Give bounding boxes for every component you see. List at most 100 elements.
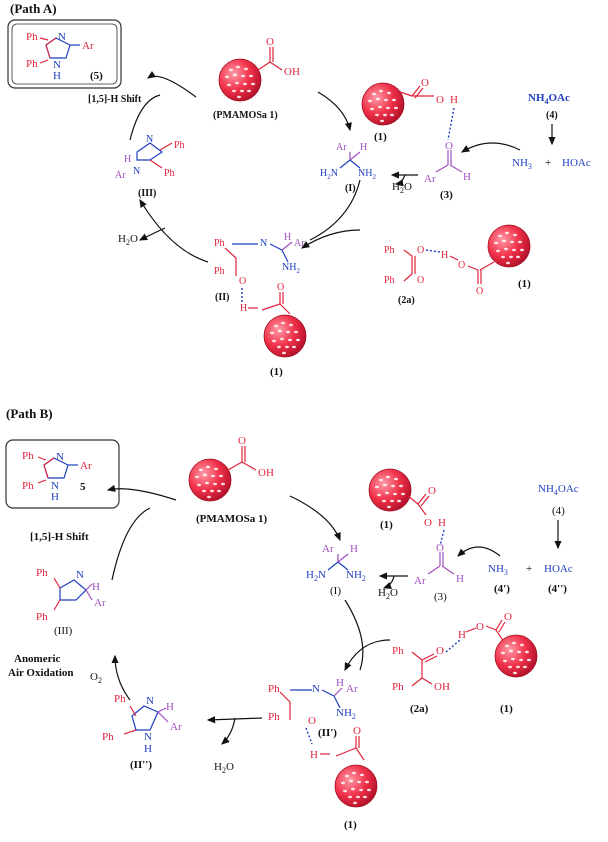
path-b-cat1-o2: O [424,517,432,529]
path-a-II-nh2: NH2 [282,262,300,275]
path-a-cat1-o2: O [436,94,444,106]
path-b-III-n: N [76,569,84,581]
path-a-plus: + [545,157,551,169]
path-a-arrow-water1 [394,174,406,187]
path-b-product-h: H [51,491,59,503]
path-b-arrow-shift [111,507,151,581]
path-b-ald-ar: Ar [414,575,426,587]
path-b-arrow-ketol-in [344,639,391,672]
path-b-arrow-nh3 [457,546,501,557]
path-a-III-n1: N [146,134,153,145]
path-a-water2: H2O [118,233,138,247]
path-a-product-label: (5) [90,70,103,82]
path-a-II-ar: Ar [294,238,305,249]
path-a-diamine-ar: Ar [336,142,347,153]
path-a-hoac: HOAc [562,157,591,169]
path-b-IIpp-n: N [146,695,154,707]
path-b-2a-ph1: Ph [392,645,404,657]
path-a-diamine-nh2b: NH2 [358,168,376,181]
path-a-ald-h: H [463,171,471,183]
path-b-2a-ph2: Ph [392,681,404,693]
path-b-title: (Path B) [6,406,53,421]
path-a-cat1-o: O [421,77,429,89]
path-b-arrow-down [344,599,364,671]
path-b-2a-oh: OH [434,681,450,693]
path-a-II-label: (II) [215,292,229,303]
path-b-arrow-oxidation [111,654,131,701]
path-a-III-ph1: Ph [174,140,185,151]
path-b-cat1-o: O [428,485,436,497]
path-a-water1: H2O [392,181,412,195]
path-a-cat3-o: O [277,282,284,293]
path-b-IIp-o: O [308,715,316,727]
path-b-diamine-h: H [350,543,358,555]
path-b-catalyst-oh: OH [258,467,274,479]
path-b-arrow-water2 [221,717,236,745]
path-a-2a-label: (2a) [398,295,415,306]
path-a-cat1-h: H [450,94,458,106]
path-b-label-4p: (4') [494,583,510,595]
path-b-diamine-label: (I) [330,585,341,597]
path-a-catalyst-o: O [266,36,274,48]
path-a-cat2-label: (1) [518,278,531,290]
path-b-III-ar: Ar [94,597,106,609]
path-b-2a-label: (2a) [410,703,429,715]
path-b-IIp-ph2: Ph [268,711,280,723]
path-b-IIpp-ar: Ar [170,721,182,733]
path-b-product-box: Ph Ph N Ar N H 5 [5,439,120,509]
path-b-ald-h: H [456,573,464,585]
path-b-IIp-ph1: Ph [268,683,280,695]
path-a-II-n: N [260,238,267,249]
path-a-nh3: NH3 [512,157,532,171]
path-b-nh4oac: NH4OAc [538,483,579,497]
path-b-diamine-nh2a: H2N [306,569,326,583]
path-a-ald-label: (3) [440,189,453,201]
path-a-diamine-label: (I) [345,183,356,194]
path-a-2a-ph2: Ph [384,275,395,286]
path-b-IIp-h: H [336,677,344,689]
path-b-IIpp-h: H [166,701,174,713]
path-a-III-n2: N [133,166,140,177]
path-b-arrow-to-diamine [289,495,341,542]
path-b-2a-o: O [436,645,444,657]
path-b-ald-o: O [436,542,444,554]
path-a-II-ph1: Ph [214,238,225,249]
path-b-III-label: (III) [54,625,73,637]
path-a-arrow-to-III [139,198,209,263]
path-a-III-ar: Ar [115,170,126,181]
path-b-nh3: NH3 [488,563,508,577]
path-b-III-h: H [92,581,100,593]
path-b-catalyst-o: O [238,435,246,447]
path-a-cat2-h: H [441,250,448,261]
path-a-arrow-water-out [138,227,166,241]
path-b-cat1-label: (1) [380,519,393,531]
path-a-III-label: (III) [138,188,156,199]
path-b-water2: H2O [214,761,234,775]
path-b-product-ph1: Ph [22,450,34,462]
path-b-cat3-o: O [353,725,361,737]
path-a-product-h: H [53,70,61,82]
path-b-IIpp-ph2: Ph [102,731,114,743]
path-b-cat2-o2: O [504,611,512,623]
path-a-III-ph2: Ph [164,168,175,179]
path-b-IIp-ar: Ar [346,683,358,695]
path-a-cat2-o1: O [458,260,465,271]
path-a-II-hh: H [240,303,247,314]
path-a-II-o: O [239,276,246,287]
path-a-arrow-diketone-in [300,229,361,249]
path-a-2a-o1: O [417,245,424,256]
path-a-ald-ar: Ar [424,173,436,185]
path-a-catalyst-oh: OH [284,66,300,78]
path-b-arrow-to-product [106,484,177,501]
path-b-product-n: N [56,451,64,463]
path-a-product-ph2: Ph [26,58,38,70]
path-a-cat3-sphere [263,314,307,358]
path-a-product-n: N [58,31,66,43]
path-a-arrow-to-intermediate [309,179,361,241]
path-b-o2: O2 [90,671,102,685]
path-b-oxidation2: Air Oxidation [8,667,74,679]
path-a-2a-o2: O [417,275,424,286]
path-b-catalyst-sphere [188,458,232,502]
path-a-catalyst-sphere [218,58,262,102]
